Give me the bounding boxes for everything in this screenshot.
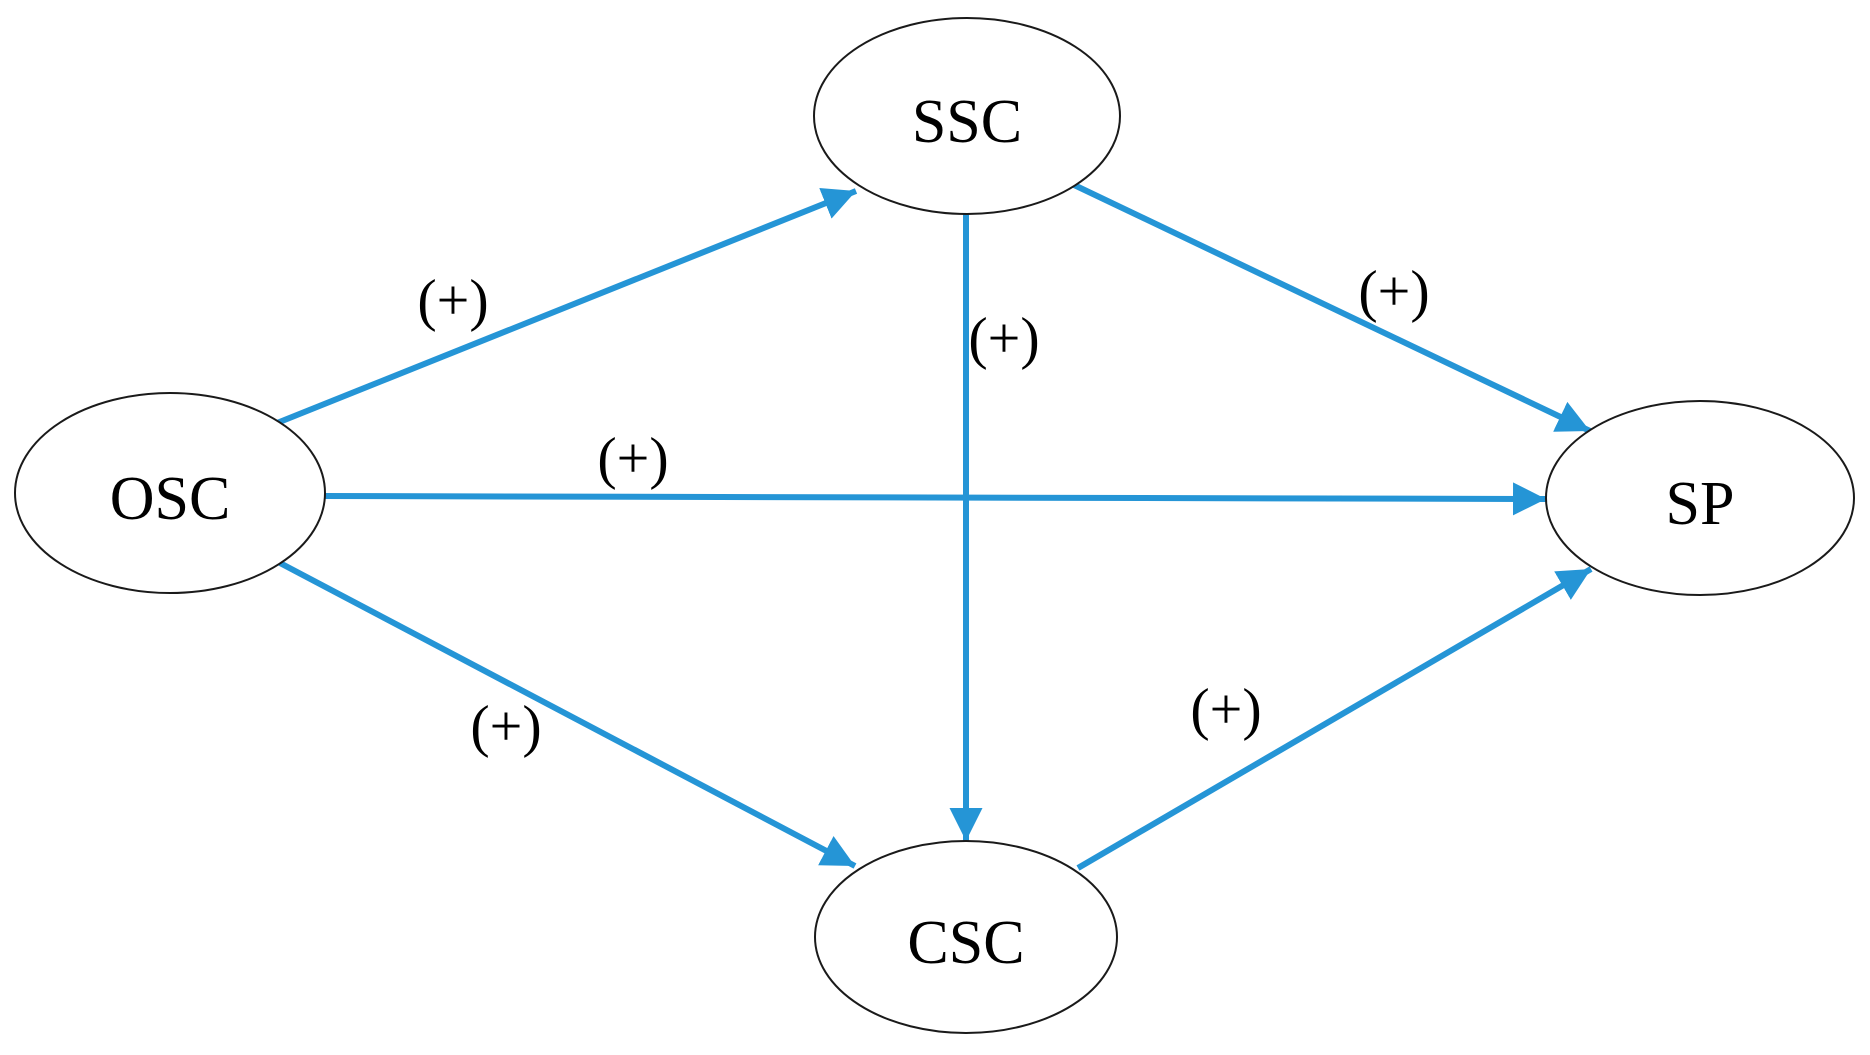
node-ellipse-sp [1545,400,1855,596]
node-label-osc: OSC [110,465,231,533]
node-sp: SP [1545,400,1855,596]
edge-arrow-ssc-to-sp [1070,181,1592,434]
node-ellipse-ssc [813,17,1121,215]
edges-layer [275,181,1593,871]
edge-sign-label-ssc-to-sp: (+) [1358,259,1429,324]
node-ssc: SSC [813,17,1121,215]
edge-arrow-osc-to-sp [324,482,1547,516]
edge-arrow-osc-to-ssc [275,187,858,426]
edge-arrow-csc-to-sp [1076,566,1593,871]
node-label-sp: SP [1666,470,1735,538]
edge-sign-label-osc-to-ssc: (+) [417,268,488,333]
edge-sign-label-ssc-to-csc: (+) [968,306,1039,371]
node-label-ssc: SSC [912,88,1022,156]
node-ellipse-osc [14,392,326,594]
nodes-layer: SSC OSC SP CSC [14,17,1855,1034]
node-csc: CSC [814,840,1118,1034]
node-osc: OSC [14,392,326,594]
node-ellipse-csc [814,840,1118,1034]
edge-sign-label-csc-to-sp: (+) [1190,677,1261,742]
edge-labels-layer: (+) (+) (+) (+) (+) (+) [417,259,1429,759]
edge-sign-label-osc-to-sp: (+) [597,426,668,491]
edge-arrow-osc-to-csc [278,560,857,869]
edge-sign-label-osc-to-csc: (+) [470,694,541,759]
node-label-csc: CSC [907,909,1024,977]
